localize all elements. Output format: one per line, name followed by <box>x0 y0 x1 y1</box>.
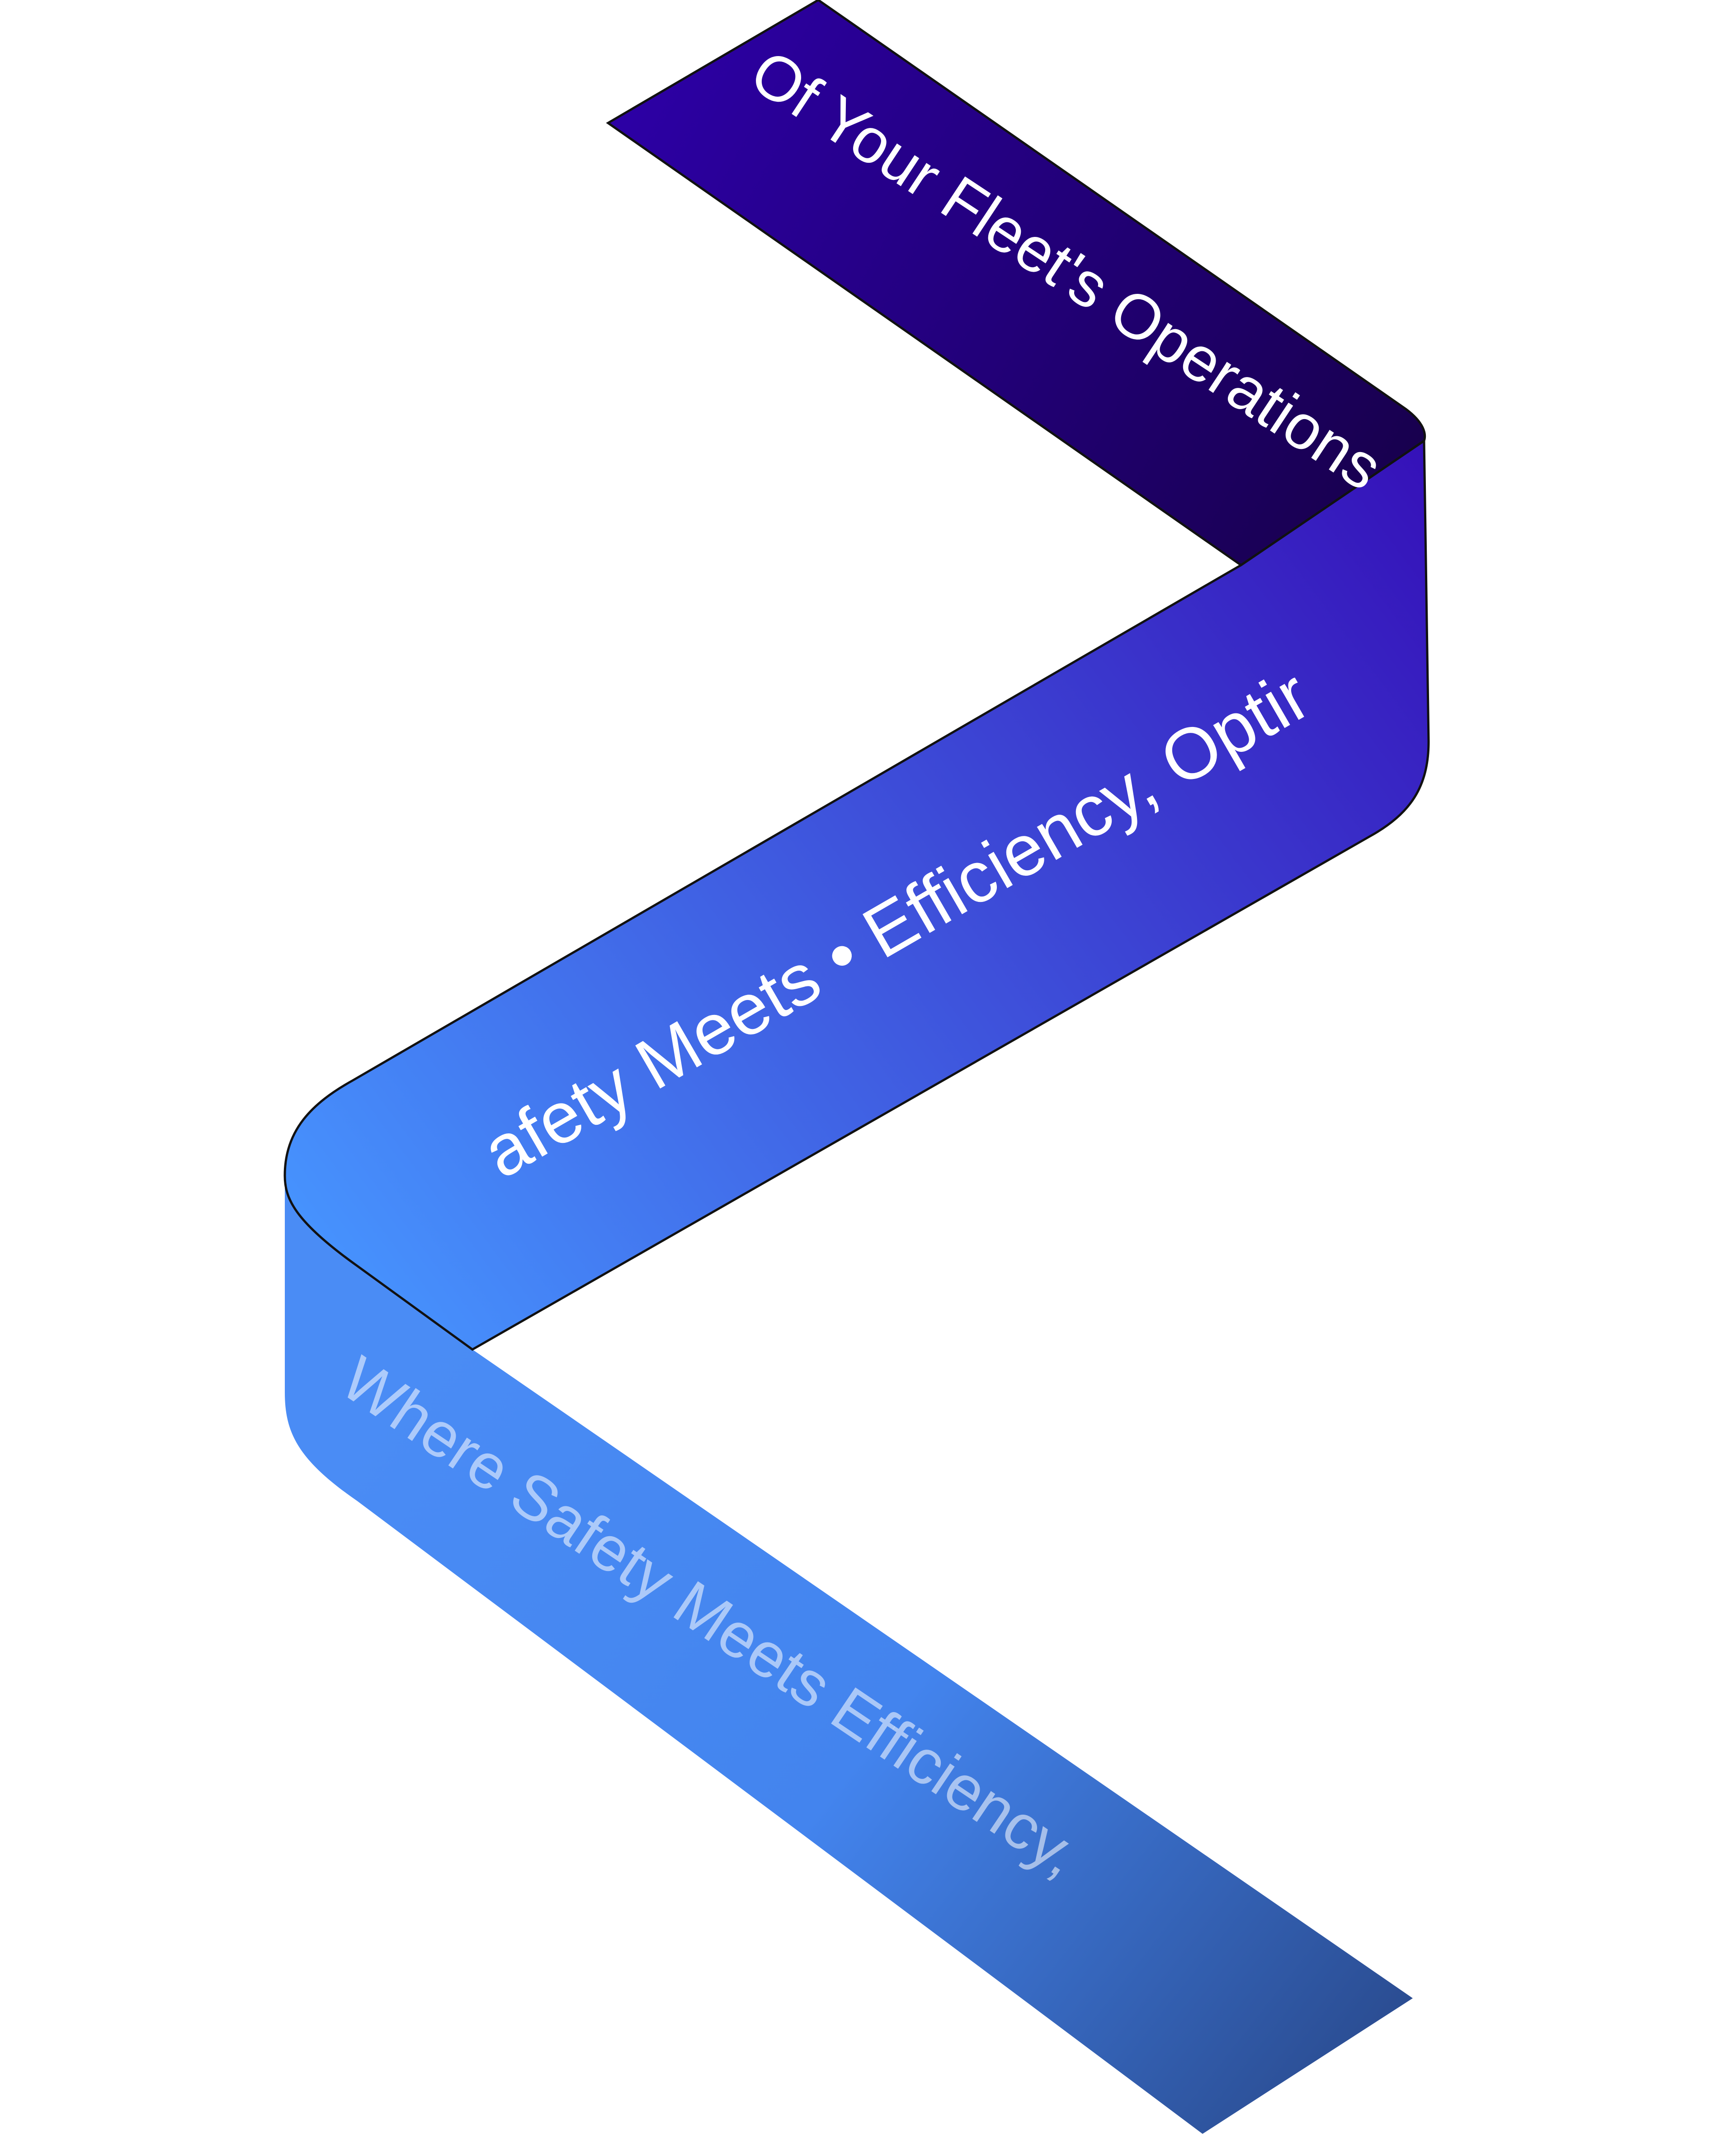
ribbon-bottom-text: Where Safety Meets Efficiency, <box>329 1343 1093 1890</box>
ribbon-middle-band <box>283 439 1430 1351</box>
ribbon-bottom-band <box>285 1175 1413 2134</box>
ribbon-top-band <box>606 0 1426 567</box>
